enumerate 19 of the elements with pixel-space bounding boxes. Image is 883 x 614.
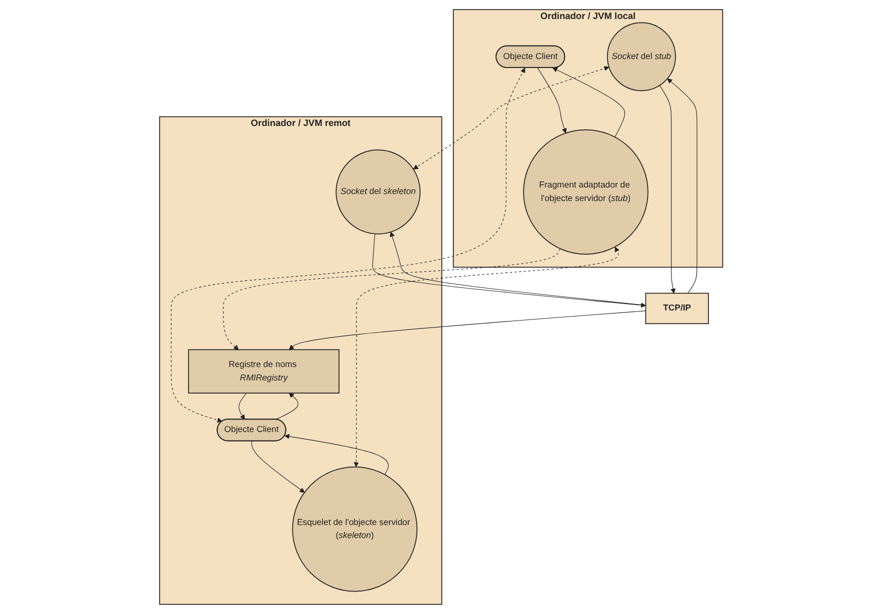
arrow (284, 434, 390, 475)
arrow (238, 392, 248, 420)
node-circle: Fragment adaptador de l'objecte servidor (stub) (523, 129, 649, 255)
arrow (223, 248, 561, 350)
arrow (668, 78, 698, 294)
arrow (354, 246, 620, 468)
arrow (413, 66, 610, 170)
arrow (252, 440, 306, 493)
arrow (289, 310, 646, 350)
arrow (171, 68, 526, 423)
arrow (276, 392, 299, 420)
node-circle: Esquelet de l'objecte servidor (skeleton) (292, 466, 418, 592)
node-circle: Socket del stub (607, 22, 676, 92)
node-box: Registre de noms RMIRegistry (188, 349, 340, 394)
node-box: TCP/IP (646, 292, 710, 324)
arrow (660, 85, 676, 294)
arrow (538, 68, 568, 134)
arrow (552, 68, 626, 138)
node-circle: Socket del skeleton (336, 150, 421, 234)
